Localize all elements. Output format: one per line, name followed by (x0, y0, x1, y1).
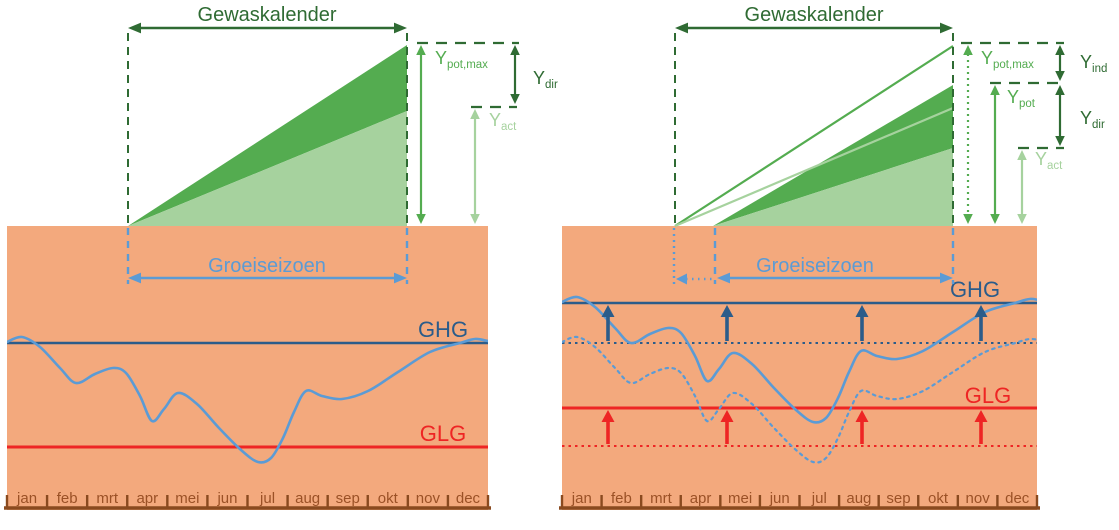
label-glg: GLG (965, 383, 1011, 408)
month-label: mei (728, 490, 752, 507)
label-y-dir: Ydir (533, 68, 558, 91)
label-y-ind-arrow-head (1055, 45, 1065, 55)
title-gewaskalender: Gewaskalender (745, 4, 884, 26)
label-y-act: Yact (1035, 149, 1063, 172)
ghg-rise-arrow-head (974, 305, 988, 317)
glg-rise-arrow-head (855, 410, 869, 422)
yield-triangle-actual (128, 111, 407, 226)
month-label: dec (1005, 490, 1030, 507)
growing-season-arrow-head (940, 272, 953, 284)
label-y-pot-max-arrow-head (416, 214, 426, 224)
label-y-pot: Ypot (1007, 87, 1036, 110)
label-y-pot-main: Y (1007, 87, 1019, 107)
glg-rise-arrow-head (720, 410, 734, 422)
label-y-ind-arrow-head (1055, 71, 1065, 81)
label-y-dir-main: Y (533, 68, 545, 88)
label-ghg: GHG (950, 277, 1000, 302)
month-label: jun (769, 490, 790, 507)
crop-calendar-arrow-head (394, 22, 407, 34)
label-y-dir-arrow-head (1055, 85, 1065, 95)
growing-season-arrow-head (394, 272, 407, 284)
label-y-ind-main: Y (1080, 52, 1092, 72)
label-y-dir-arrow-head (510, 45, 520, 55)
label-ghg: GHG (418, 317, 468, 342)
label-y-ind: Yind (1080, 52, 1107, 75)
month-label: okt (378, 490, 399, 507)
month-label: jun (216, 490, 237, 507)
glg-rise-arrow-head (974, 410, 988, 422)
label-y-pot-max-main: Y (981, 48, 993, 68)
groundwater-curve (562, 295, 1037, 424)
month-label: nov (416, 490, 441, 507)
yield-triangle-potential (128, 45, 407, 226)
label-y-pot-max-arrow-head (963, 45, 973, 55)
growing-season-arrow-head (128, 272, 141, 284)
label-y-dir-arrow-head (510, 94, 520, 104)
month-label: sep (886, 490, 910, 507)
label-y-pot-max: Ypot,max (981, 48, 1034, 71)
yield-triangle-actual (713, 148, 953, 226)
label-y-pot-max: Ypot,max (435, 48, 488, 71)
label-y-dir-arrow-head (1055, 136, 1065, 146)
groundwater-curve (7, 335, 488, 464)
growing-season-arrow-head (717, 272, 730, 284)
label-y-act-main: Y (489, 110, 501, 130)
label-y-pot-sub: pot (1019, 98, 1036, 110)
label-y-pot-arrow-head (990, 214, 1000, 224)
month-label: nov (966, 490, 991, 507)
month-label: okt (928, 490, 949, 507)
ghg-rise-arrow-head (720, 305, 734, 317)
label-y-act-arrow-head (1017, 214, 1027, 224)
month-label: jul (811, 490, 827, 507)
title-gewaskalender: Gewaskalender (198, 4, 337, 26)
month-label: apr (136, 490, 158, 507)
label-y-act-arrow-head (470, 109, 480, 119)
month-label: aug (846, 490, 871, 507)
label-y-dir-sub: dir (545, 79, 558, 91)
label-y-dir-sub: dir (1092, 119, 1105, 131)
month-label: dec (456, 490, 481, 507)
month-label: feb (57, 490, 78, 507)
month-label: mrt (96, 490, 118, 507)
crop-calendar-arrow-head (128, 22, 141, 34)
yield-triangle-potential (713, 85, 953, 226)
label-y-act-sub: act (1047, 160, 1063, 172)
label-y-pot-max-main: Y (435, 48, 447, 68)
groundwater-curve-old-dotted (562, 335, 1037, 464)
ghg-rise-arrow-head (855, 305, 869, 317)
label-y-act: Yact (489, 110, 517, 133)
month-label: jul (259, 490, 275, 507)
month-label: mrt (650, 490, 672, 507)
label-y-dir-main: Y (1080, 108, 1092, 128)
label-glg: GLG (420, 421, 466, 446)
month-label: apr (690, 490, 712, 507)
label-groeiseizoen: Groeiseizoen (208, 255, 326, 277)
label-groeiseizoen: Groeiseizoen (756, 255, 874, 277)
label-y-pot-max-sub: pot,max (447, 59, 488, 71)
month-label: jan (571, 490, 592, 507)
label-y-act-main: Y (1035, 149, 1047, 169)
ghg-rise-arrow-head (601, 305, 615, 317)
crop-calendar-arrow-head (675, 22, 688, 34)
season-extension-arrow-head (676, 273, 687, 285)
label-y-act-arrow-head (1017, 150, 1027, 160)
label-y-pot-max-arrow-head (963, 214, 973, 224)
glg-rise-arrow-head (601, 410, 615, 422)
month-label: sep (336, 490, 360, 507)
label-y-dir: Ydir (1080, 108, 1105, 131)
month-label: mei (175, 490, 199, 507)
label-y-pot-arrow-head (990, 85, 1000, 95)
early-actual-growth-line (674, 106, 954, 228)
label-y-ind-sub: ind (1092, 63, 1107, 75)
label-y-act-sub: act (501, 121, 517, 133)
label-y-pot-max-arrow-head (416, 45, 426, 55)
label-y-pot-max-sub: pot,max (993, 59, 1034, 71)
month-label: feb (611, 490, 632, 507)
month-label: jan (16, 490, 37, 507)
potential-max-growth-line (674, 45, 954, 227)
label-y-act-arrow-head (470, 214, 480, 224)
month-label: aug (295, 490, 320, 507)
crop-calendar-arrow-head (940, 22, 953, 34)
